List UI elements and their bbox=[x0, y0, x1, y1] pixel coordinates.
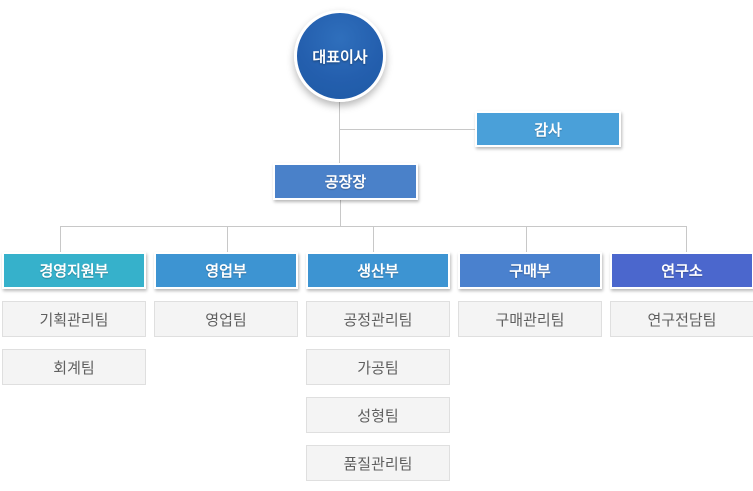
dept-column-sales: 영업부 영업팀 bbox=[154, 252, 298, 337]
node-auditor-label: 감사 bbox=[534, 121, 562, 139]
team-box: 기획관리팀 bbox=[2, 301, 146, 337]
node-ceo-label: 대표이사 bbox=[312, 48, 368, 66]
node-auditor: 감사 bbox=[475, 111, 621, 147]
dept-label: 영업부 bbox=[205, 263, 247, 280]
node-dept-research: 연구소 bbox=[610, 252, 753, 289]
connector-drop-purchasing bbox=[526, 227, 527, 252]
node-dept-sales: 영업부 bbox=[154, 252, 298, 289]
connector-drop-research bbox=[686, 227, 687, 252]
team-box: 성형팀 bbox=[306, 397, 450, 433]
connector-to-auditor bbox=[339, 129, 476, 130]
dept-label: 구매부 bbox=[509, 263, 551, 280]
team-label: 성형팀 bbox=[357, 407, 399, 425]
node-dept-management-support: 경영지원부 bbox=[2, 252, 146, 289]
node-dept-purchasing: 구매부 bbox=[458, 252, 602, 289]
connector-manager-down bbox=[340, 200, 341, 226]
node-factory-manager-label: 공장장 bbox=[324, 174, 367, 191]
team-box: 품질관리팀 bbox=[306, 445, 450, 481]
team-box: 회계팀 bbox=[2, 349, 146, 385]
dept-label: 경영지원부 bbox=[39, 263, 109, 280]
team-label: 공정관리팀 bbox=[343, 311, 413, 329]
dept-column-production: 생산부 공정관리팀 가공팀 성형팀 품질관리팀 bbox=[306, 252, 450, 481]
team-box: 가공팀 bbox=[306, 349, 450, 385]
connector-departments-bus bbox=[60, 226, 687, 227]
dept-column-research: 연구소 연구전담팀 bbox=[610, 252, 753, 337]
team-box: 영업팀 bbox=[154, 301, 298, 337]
team-label: 가공팀 bbox=[357, 359, 399, 377]
team-label: 회계팀 bbox=[53, 359, 95, 377]
dept-column-purchasing: 구매부 구매관리팀 bbox=[458, 252, 602, 337]
team-label: 품질관리팀 bbox=[343, 455, 413, 473]
connector-drop-sales bbox=[227, 227, 228, 252]
node-factory-manager: 공장장 bbox=[273, 163, 418, 200]
team-box: 연구전담팀 bbox=[610, 301, 753, 337]
team-box: 공정관리팀 bbox=[306, 301, 450, 337]
team-box: 구매관리팀 bbox=[458, 301, 602, 337]
team-label: 구매관리팀 bbox=[495, 311, 565, 329]
node-ceo: 대표이사 bbox=[294, 10, 386, 102]
node-dept-production: 생산부 bbox=[306, 252, 450, 289]
team-label: 연구전담팀 bbox=[647, 311, 717, 329]
team-label: 영업팀 bbox=[205, 311, 247, 329]
connector-drop-production bbox=[373, 227, 374, 252]
dept-column-management-support: 경영지원부 기획관리팀 회계팀 bbox=[2, 252, 146, 385]
connector-ceo-to-manager bbox=[339, 93, 340, 163]
connector-drop-support bbox=[60, 227, 61, 252]
dept-label: 연구소 bbox=[661, 263, 703, 280]
dept-label: 생산부 bbox=[357, 263, 399, 280]
team-label: 기획관리팀 bbox=[39, 311, 109, 329]
